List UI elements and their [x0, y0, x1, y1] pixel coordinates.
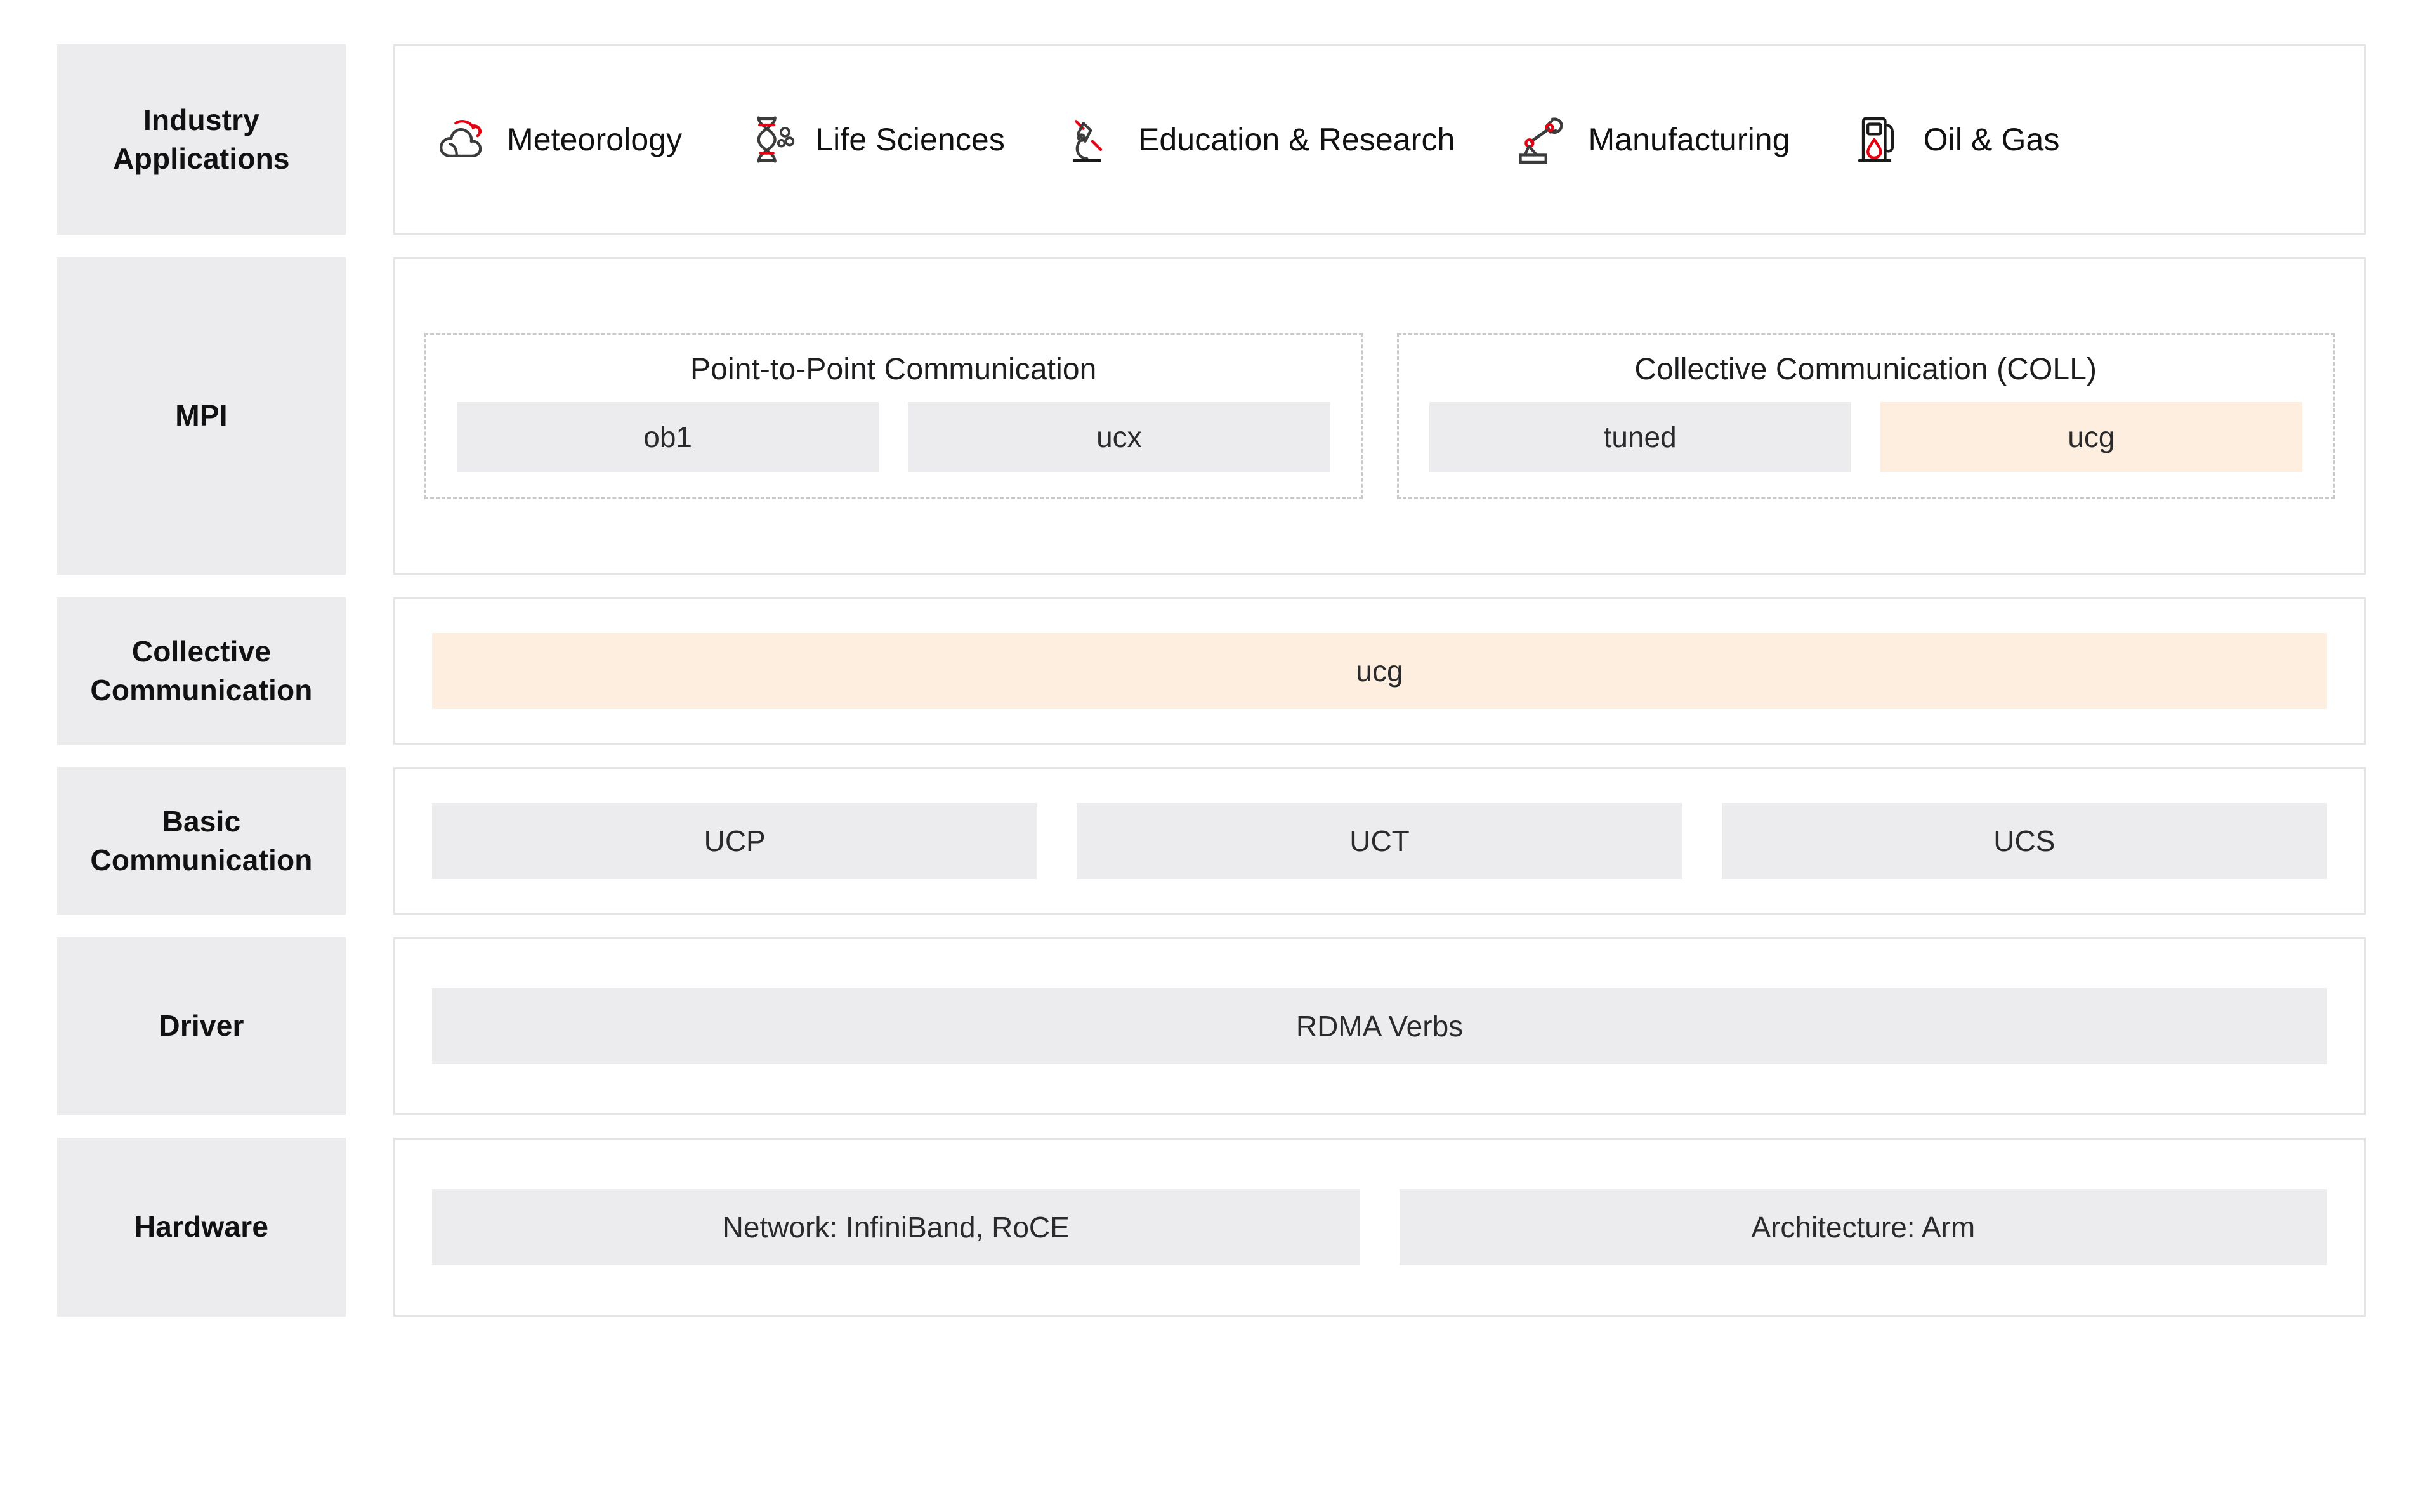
layer-label-line-1: Basic: [162, 804, 241, 838]
mpi-group-list: Point-to-Point Communication ob1 ucx Col…: [424, 333, 2335, 499]
layer-label-mpi: MPI: [57, 257, 346, 575]
cloud-icon: [440, 120, 482, 158]
microscope-icon: [1072, 120, 1103, 162]
layer-label-line-1: Industry: [143, 103, 260, 136]
layer-row-mpi: MPI Point-to-Point Communication ob1 ucx…: [57, 257, 2366, 575]
layer-row-basic-communication: Basic Communication UCP UCT UCS: [57, 767, 2366, 915]
industry-item-life-sciences[interactable]: Life Sciences: [740, 110, 1005, 169]
layer-panel-hardware: Network: InfiniBand, RoCE Architecture: …: [393, 1138, 2366, 1317]
layer-panel-driver: RDMA Verbs: [393, 937, 2366, 1115]
component-box-tuned[interactable]: tuned: [1429, 401, 1851, 472]
component-box-ucg[interactable]: ucg: [1880, 401, 2302, 472]
layer-panel-collective-communication: ucg: [393, 597, 2366, 745]
component-box-ucs[interactable]: UCS: [1721, 803, 2327, 879]
layer-label-driver: Driver: [57, 937, 346, 1115]
component-box-architecture[interactable]: Architecture: Arm: [1399, 1189, 2327, 1265]
industry-item-label: Manufacturing: [1588, 122, 1790, 157]
mpi-group-boxes: tuned ucg: [1429, 401, 2302, 472]
layer-label-line-1: Collective: [131, 634, 272, 668]
layer-label-text: Hardware: [134, 1210, 269, 1244]
layer-label-hardware: Hardware: [57, 1138, 346, 1317]
industry-item-oil-gas[interactable]: Oil & Gas: [1849, 110, 2060, 169]
layer-label-collective-communication: Collective Communication: [57, 597, 346, 745]
component-box-uct[interactable]: UCT: [1077, 803, 1682, 879]
layer-label-basic-communication: Basic Communication: [57, 767, 346, 915]
layer-label-line-2: Communication: [90, 674, 313, 707]
mpi-group-collective: Collective Communication (COLL) tuned uc…: [1396, 333, 2335, 499]
industry-item-meteorology[interactable]: Meteorology: [432, 110, 682, 169]
dna-helix-icon: [757, 116, 795, 163]
component-box-ucx[interactable]: ucx: [908, 401, 1330, 472]
layer-row-driver: Driver RDMA Verbs: [57, 937, 2366, 1115]
layer-label-industry-applications: Industry Applications: [57, 44, 346, 235]
industry-item-label: Meteorology: [507, 122, 683, 157]
component-bar-ucg[interactable]: ucg: [432, 633, 2327, 709]
industry-item-manufacturing[interactable]: Manufacturing: [1513, 110, 1790, 169]
basic-communication-boxes: UCP UCT UCS: [432, 803, 2327, 879]
component-box-ucp[interactable]: UCP: [432, 803, 1038, 879]
industry-item-label: Education & Research: [1138, 122, 1455, 157]
layer-label-line-2: Applications: [113, 142, 290, 175]
industry-applications-list: Meteorology Life Sciences: [432, 110, 2327, 169]
mpi-group-point-to-point: Point-to-Point Communication ob1 ucx: [424, 333, 1363, 499]
component-box-ob1[interactable]: ob1: [457, 401, 879, 472]
industry-item-education-research[interactable]: Education & Research: [1063, 110, 1455, 169]
component-box-network[interactable]: Network: InfiniBand, RoCE: [432, 1189, 1360, 1265]
layer-row-collective-communication: Collective Communication ucg: [57, 597, 2366, 745]
layer-row-hardware: Hardware Network: InfiniBand, RoCE Archi…: [57, 1138, 2366, 1317]
mpi-group-title: Point-to-Point Communication: [690, 353, 1097, 387]
layer-panel-basic-communication: UCP UCT UCS: [393, 767, 2366, 915]
component-bar-rdma-verbs[interactable]: RDMA Verbs: [432, 988, 2327, 1064]
layer-panel-industry-applications: Meteorology Life Sciences: [393, 44, 2366, 235]
layer-label-text: MPI: [175, 399, 228, 433]
layer-label-line-2: Communication: [90, 844, 313, 877]
mpi-group-boxes: ob1 ucx: [457, 401, 1330, 472]
industry-item-label: Life Sciences: [815, 122, 1005, 157]
layer-panel-mpi: Point-to-Point Communication ob1 ucx Col…: [393, 257, 2366, 575]
layer-label-text: Driver: [159, 1009, 244, 1043]
mpi-group-title: Collective Communication (COLL): [1634, 353, 2097, 387]
hardware-boxes: Network: InfiniBand, RoCE Architecture: …: [432, 1189, 2327, 1265]
robot-arm-icon: [1519, 117, 1563, 164]
fuel-pump-icon: [1858, 117, 1894, 162]
layer-row-industry-applications: Industry Applications Meteorology: [57, 44, 2366, 235]
industry-item-label: Oil & Gas: [1923, 122, 2060, 157]
